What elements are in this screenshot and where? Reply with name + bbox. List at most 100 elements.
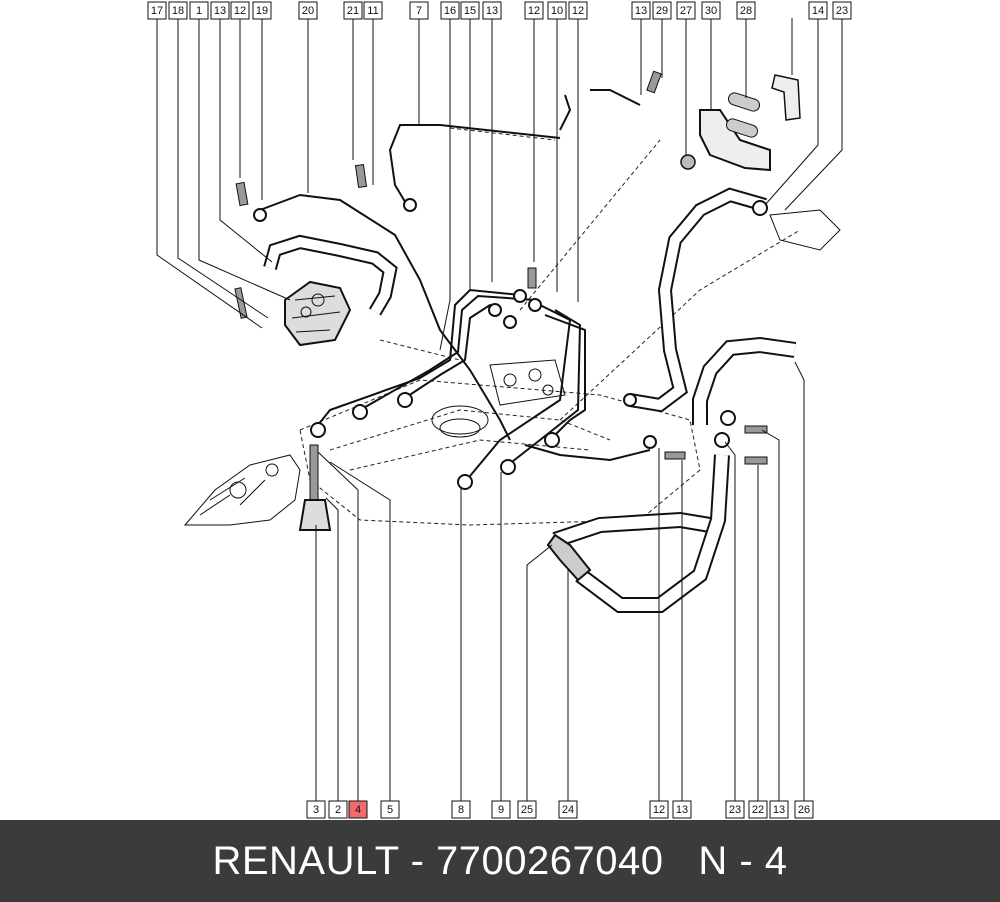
- callout-box: [631, 1, 651, 20]
- callout-number: 29: [656, 5, 668, 17]
- bracket-parts: [680, 74, 801, 172]
- callout-number: 30: [705, 5, 717, 17]
- callout-box: [672, 800, 692, 819]
- callout-box: [652, 1, 672, 20]
- fuel-filter-assembly: [284, 280, 352, 347]
- callout-number: 14: [812, 5, 824, 17]
- callout-13: 13: [631, 1, 651, 20]
- callout-box: [736, 1, 756, 20]
- footer-bar: RENAULT - 7700267040 N - 4: [0, 820, 1000, 902]
- callout-box: [725, 800, 745, 819]
- callout-27: 27: [676, 1, 696, 20]
- callout-7: 7: [409, 1, 429, 20]
- callout-number: 10: [551, 5, 563, 17]
- callout-23: 23: [725, 800, 745, 819]
- callout-number: 17: [151, 5, 163, 17]
- callout-box: [343, 1, 363, 20]
- callout-box: [547, 1, 567, 20]
- callout-box: [298, 1, 318, 20]
- callout-14: 14: [808, 1, 828, 20]
- callout-13: 13: [210, 1, 230, 20]
- callout-box: [409, 1, 429, 20]
- callout-box: [252, 1, 272, 20]
- callout-box: [168, 1, 188, 20]
- callout-21: 21: [343, 1, 363, 20]
- callout-13: 13: [672, 800, 692, 819]
- callout-box: [189, 1, 209, 20]
- callout-10: 10: [547, 1, 567, 20]
- callout-number: 22: [752, 804, 764, 816]
- callout-23: 23: [832, 1, 852, 20]
- callout-box: [649, 800, 669, 819]
- fuel-pipes: [259, 89, 641, 483]
- callout-box: [328, 800, 348, 819]
- callout-number: 13: [773, 804, 785, 816]
- callout-25: 25: [517, 800, 537, 819]
- callout-number: 27: [680, 5, 692, 17]
- callout-box: [491, 800, 511, 819]
- callout-5: 5: [380, 800, 400, 819]
- callout-26: 26: [794, 800, 814, 819]
- parts-diagram: 1718113121920211171615131210121329273028…: [147, 1, 852, 819]
- callout-box: [482, 1, 502, 20]
- callout-4: 4: [348, 800, 368, 819]
- callout-number: 12: [528, 5, 540, 17]
- callout-box: [460, 1, 480, 20]
- callout-number: 16: [444, 5, 456, 17]
- bolts-and-unions: [234, 70, 768, 582]
- callout-2: 2: [328, 800, 348, 819]
- callout-3: 3: [306, 800, 326, 819]
- callout-box: [147, 1, 167, 20]
- callout-number: 20: [302, 5, 314, 17]
- callout-box: [832, 1, 852, 20]
- callout-13: 13: [482, 1, 502, 20]
- callout-number: 8: [458, 804, 464, 816]
- callout-24: 24: [558, 800, 578, 819]
- callout-number: 23: [836, 5, 848, 17]
- callout-22: 22: [748, 800, 768, 819]
- callout-box: [701, 1, 721, 20]
- callout-30: 30: [701, 1, 721, 20]
- fuel-hoses: [263, 187, 797, 613]
- callout-number: 13: [214, 5, 226, 17]
- callout-8: 8: [451, 800, 471, 819]
- callout-number: 21: [347, 5, 359, 17]
- callout-12: 12: [649, 800, 669, 819]
- callout-box: [748, 800, 768, 819]
- callout-box: [808, 1, 828, 20]
- callout-number: 7: [416, 5, 422, 17]
- callout-20: 20: [298, 1, 318, 20]
- leader-lines: [156, 18, 843, 802]
- callout-box: [568, 1, 588, 20]
- callout-number: 28: [740, 5, 752, 17]
- callout-number: 18: [172, 5, 184, 17]
- callout-number: 25: [521, 804, 533, 816]
- callout-number: 19: [256, 5, 268, 17]
- callout-box: [558, 800, 578, 819]
- callout-number: 5: [387, 804, 393, 816]
- callout-number: 12: [653, 804, 665, 816]
- callout-number: 12: [234, 5, 246, 17]
- callout-box: [794, 800, 814, 819]
- callout-number: 13: [676, 804, 688, 816]
- callout-number: 4: [355, 804, 361, 816]
- callout-box: [230, 1, 250, 20]
- callout-number: 11: [367, 5, 378, 17]
- callout-11: 11: [363, 1, 383, 20]
- callout-16: 16: [440, 1, 460, 20]
- callout-28: 28: [736, 1, 756, 20]
- callout-box: [363, 1, 383, 20]
- callout-12: 12: [568, 1, 588, 20]
- callout-number: 23: [729, 804, 741, 816]
- callout-number: 26: [798, 804, 810, 816]
- callout-box: [348, 800, 368, 819]
- callout-9: 9: [491, 800, 511, 819]
- callout-box: [306, 800, 326, 819]
- callout-29: 29: [652, 1, 672, 20]
- callout-number: 13: [486, 5, 498, 17]
- callout-17: 17: [147, 1, 167, 20]
- callout-number: 3: [313, 804, 319, 816]
- callout-box: [517, 800, 537, 819]
